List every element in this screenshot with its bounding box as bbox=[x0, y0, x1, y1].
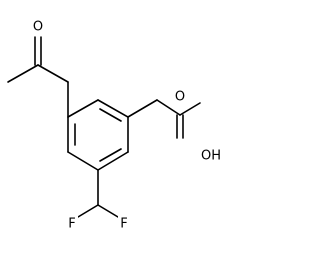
acid-bond-c-oh bbox=[179, 102, 201, 116]
difluoromethyl-group bbox=[77, 169, 119, 218]
ring-bond-1 bbox=[97, 99, 129, 118]
acid-bond-ring-ch2 bbox=[127, 99, 158, 118]
chain-bond-ch2-co bbox=[37, 64, 69, 83]
cf2-bond-c-f-left bbox=[77, 204, 99, 218]
atom-labels: O O OH F F bbox=[32, 19, 222, 232]
ring-bond-3 bbox=[97, 151, 129, 171]
hydroxyl-label: OH bbox=[201, 149, 221, 164]
fluorine-right-label: F bbox=[120, 217, 127, 232]
chain-bond-co-ch3 bbox=[7, 64, 39, 83]
cf2-bond-c-f-right bbox=[97, 204, 119, 218]
ring-bond-4 bbox=[67, 151, 99, 171]
fluorine-left-label: F bbox=[68, 217, 75, 232]
acid-carbonyl-oxygen-label: O bbox=[175, 90, 185, 105]
ketone-oxygen-label: O bbox=[33, 20, 43, 35]
acid-bond-ch2-c bbox=[156, 99, 181, 116]
carboxymethyl-group bbox=[127, 99, 201, 139]
chemical-structure: O O OH F F bbox=[7, 19, 222, 232]
benzene-ring bbox=[67, 99, 129, 171]
ring-bond-6 bbox=[67, 99, 99, 118]
ring-double-bond-inner-2 bbox=[99, 148, 122, 162]
acetonyl-group bbox=[7, 36, 69, 118]
ring-double-bond-inner-1 bbox=[99, 108, 122, 122]
